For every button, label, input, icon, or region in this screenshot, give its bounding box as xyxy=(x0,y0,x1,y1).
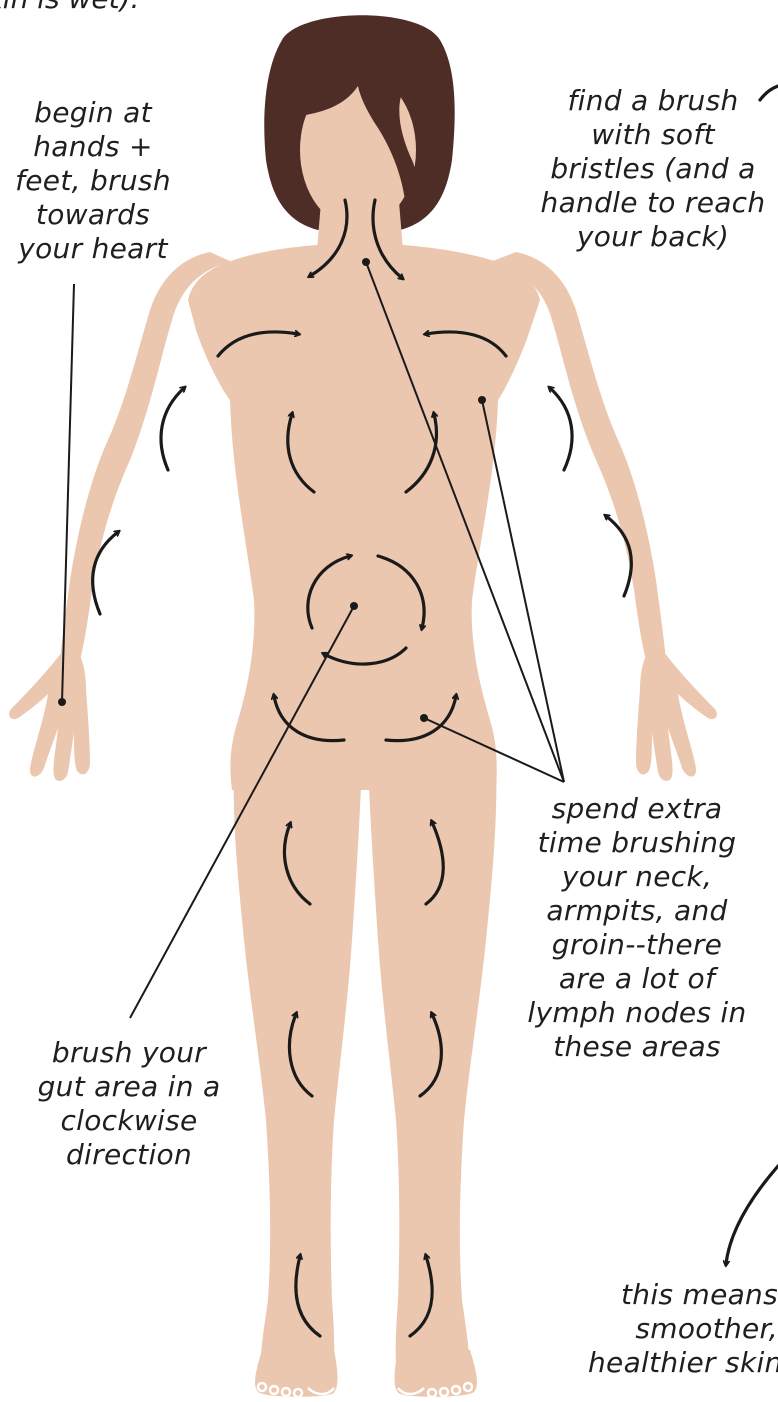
curved-arrow-icon xyxy=(726,1166,778,1264)
callout-gut: brush your gut area in a clockwise direc… xyxy=(34,1036,224,1172)
callout-soft-brush: find a brush with soft bristles (and a h… xyxy=(540,84,766,254)
callout-smoother-skin: this means smoother, healthier skin xyxy=(588,1278,778,1380)
curved-arrow-icon xyxy=(161,388,184,470)
callout-hands-feet: begin at hands + feet, brush towards you… xyxy=(10,96,176,266)
pointer-armpit xyxy=(482,400,564,782)
callout-lymph-nodes: spend extra time brushing your neck, arm… xyxy=(524,792,750,1064)
top-text-fragment: skin is wet). xyxy=(0,0,139,15)
curved-arrow-icon xyxy=(550,388,572,470)
